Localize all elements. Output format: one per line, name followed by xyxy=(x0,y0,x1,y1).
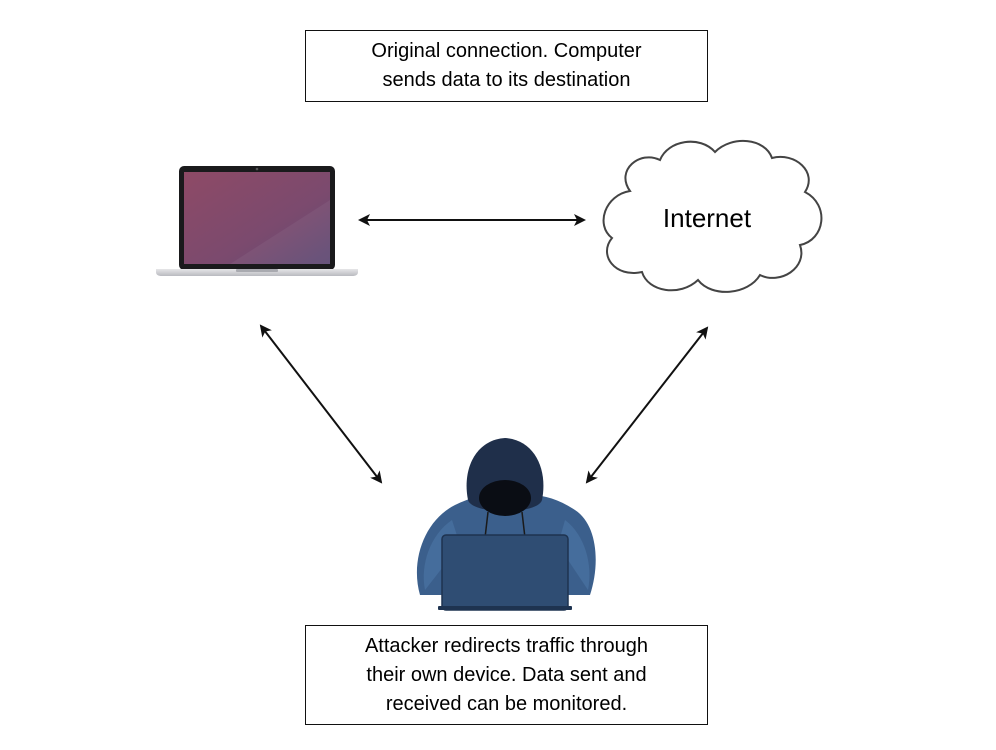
bottom-caption-line-2: their own device. Data sent and xyxy=(366,663,647,686)
bottom-caption-line-1: Attacker redirects traffic through xyxy=(364,634,649,657)
bottom-caption-line-3: received can be monitored. xyxy=(385,692,628,715)
arrow-computer-attacker xyxy=(259,324,383,484)
top-caption-line-2: sends data to its destination xyxy=(382,69,631,91)
bottom-caption-box: Attacker redirects traffic through their… xyxy=(305,625,708,725)
top-caption-text: Original connection. Computer sends data… xyxy=(371,37,641,95)
laptop-icon xyxy=(156,166,358,276)
arrow-internet-attacker xyxy=(585,326,709,484)
hooded-hacker-icon xyxy=(416,438,596,611)
top-caption-line-1: Original connection. Computer xyxy=(371,40,642,62)
bottom-caption-text: Attacker redirects traffic through their… xyxy=(365,632,648,719)
cloud-icon: Internet xyxy=(602,139,823,293)
internet-label: Internet xyxy=(663,203,752,233)
top-caption-box: Original connection. Computer sends data… xyxy=(305,30,708,102)
